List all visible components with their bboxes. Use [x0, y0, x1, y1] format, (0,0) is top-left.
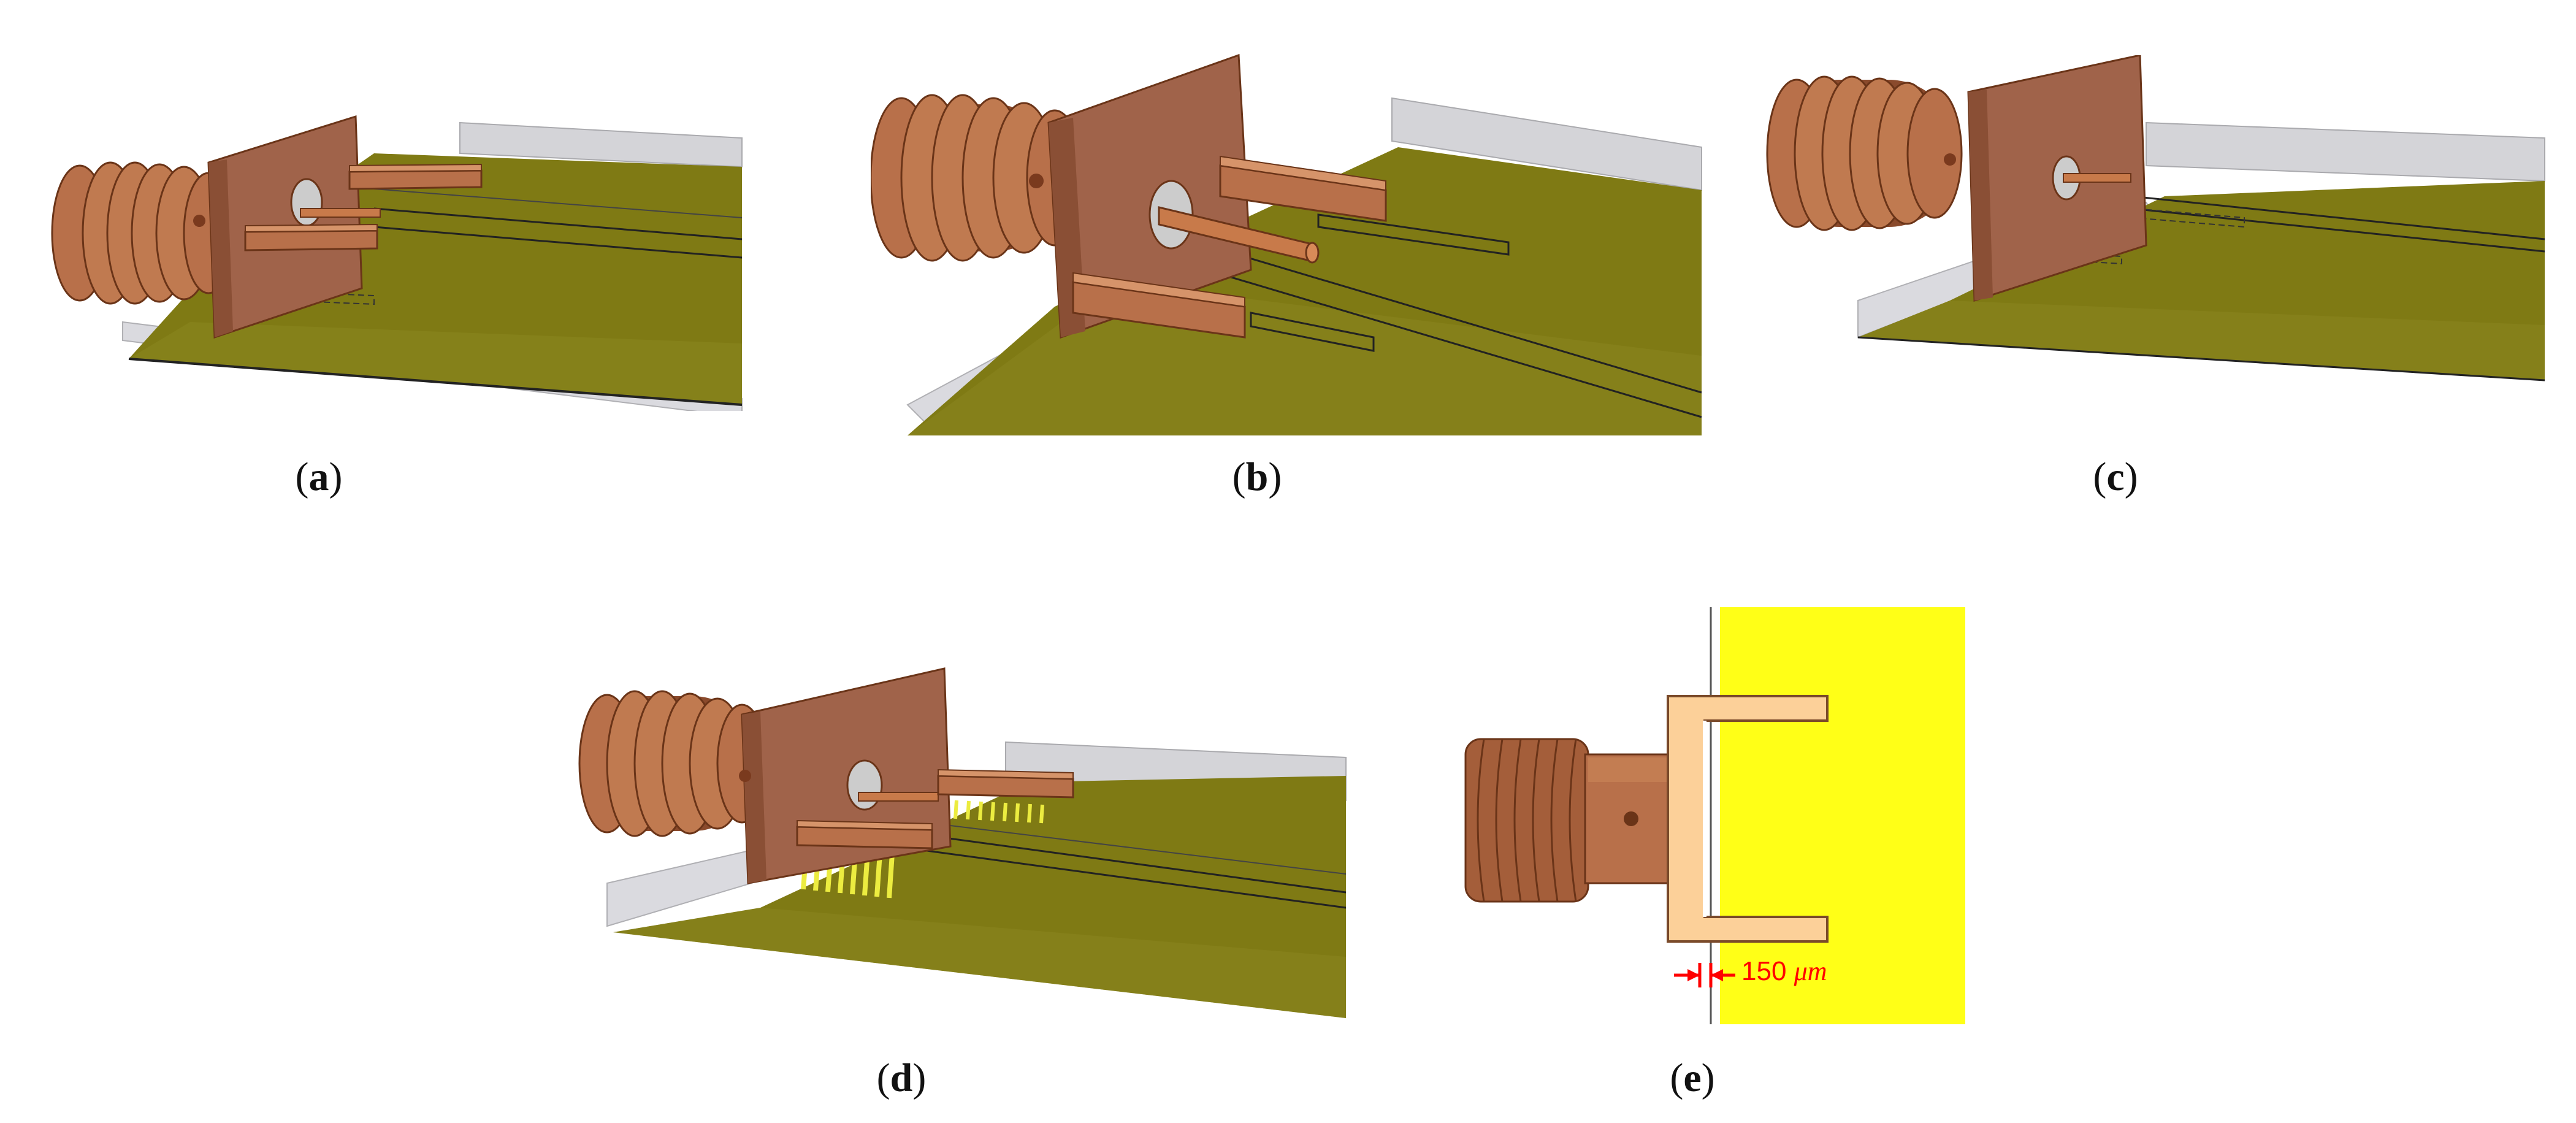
trace-line-1 — [2072, 189, 2545, 240]
panel-a — [31, 110, 748, 411]
connector-model-c — [1766, 55, 2545, 381]
trace-line-2 — [373, 226, 743, 259]
flange-plate — [741, 667, 952, 884]
caption-a: (a) — [295, 454, 343, 499]
panel-e: 150 μm — [1459, 607, 1981, 1030]
caption-d: (d) — [876, 1056, 927, 1100]
threaded-barrel — [871, 94, 1084, 262]
trace-line-1 — [1164, 232, 1702, 394]
threaded-barrel — [51, 161, 234, 305]
yellow-board — [1720, 607, 1965, 1024]
connector-model-b — [871, 53, 1702, 435]
caption-c: (c) — [2093, 454, 2138, 499]
panel-d — [576, 662, 1349, 1018]
dimension-150um — [1674, 963, 1735, 987]
center-pin — [858, 792, 939, 802]
substrate-back-wall — [2146, 121, 2545, 182]
via-row-top — [954, 800, 1044, 824]
threaded-barrel — [578, 690, 768, 837]
dimension-label: 150 μm — [1741, 956, 1827, 986]
center-hole — [846, 759, 883, 811]
caption-e: (e) — [1670, 1056, 1715, 1100]
panel-b — [871, 49, 1705, 435]
trace-line-2 — [895, 845, 1347, 909]
caption-b: (b) — [1232, 454, 1282, 499]
top-view-e — [1464, 607, 1965, 1024]
trace-line-2 — [1164, 256, 1702, 418]
center-pin — [2063, 173, 2131, 183]
ground-tab-top — [348, 169, 483, 190]
panel-c — [1766, 55, 2551, 386]
ground-tab-bottom — [244, 229, 378, 251]
barrel-top-view — [1464, 738, 1678, 903]
connector-model-a — [51, 115, 743, 411]
pcb-lighter-region — [129, 322, 742, 405]
threaded-barrel — [1766, 75, 1963, 231]
trace-line-1 — [895, 830, 1347, 894]
trace-line-1 — [373, 207, 743, 240]
center-pin — [300, 208, 381, 218]
center-hole — [290, 178, 323, 227]
connector-model-d — [578, 667, 1347, 1018]
